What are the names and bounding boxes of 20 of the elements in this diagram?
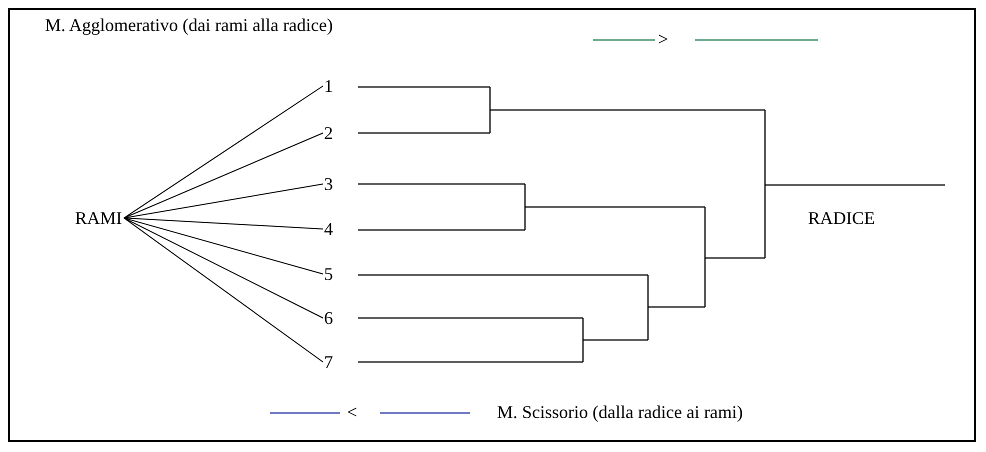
leaf-number: 5 (324, 264, 333, 284)
leaf-number: 6 (324, 308, 333, 328)
leaf-number: 4 (324, 219, 333, 239)
direction-symbol: > (658, 29, 668, 49)
heading: M. Scissorio (dalla radice ai rami) (497, 402, 743, 422)
leaf-number: 1 (324, 76, 333, 96)
leader-line (124, 218, 324, 274)
root-label: RADICE (808, 208, 875, 228)
direction-symbol: < (347, 402, 358, 422)
leaf-number: 3 (324, 174, 333, 194)
leaf-number: 7 (324, 352, 333, 372)
leader-line (124, 218, 324, 318)
leaf-number: 2 (324, 123, 333, 143)
leader-line (124, 218, 324, 362)
leader-line (124, 132, 324, 218)
heading: M. Agglomerativo (dai rami alla radice) (45, 15, 333, 35)
leader-line (124, 86, 324, 218)
leader-line (124, 218, 324, 230)
leader-line (124, 184, 324, 218)
branch-label: RAMI (75, 208, 122, 228)
